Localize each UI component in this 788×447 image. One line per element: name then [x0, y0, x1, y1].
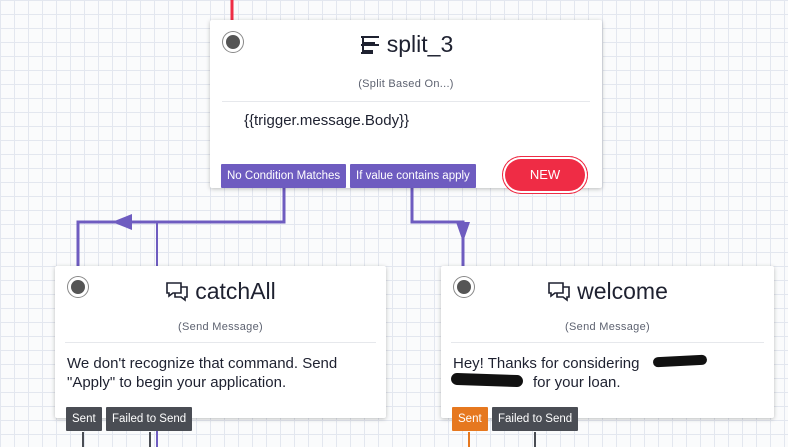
transition-sent[interactable]: Sent: [66, 407, 102, 431]
widget-title: split_3: [210, 31, 602, 58]
split-icon: [359, 34, 381, 56]
wire-contains-apply: [410, 188, 465, 268]
body-line: Hey! Thanks for considering: [453, 355, 640, 372]
widget-title-text: catchAll: [195, 278, 276, 304]
message-icon: [165, 281, 189, 303]
new-button[interactable]: NEW: [502, 156, 588, 194]
transition-contains-apply[interactable]: If value contains apply: [350, 164, 476, 188]
message-icon: [547, 281, 571, 303]
widget-body: Hey! Thanks for considering for your loa…: [453, 354, 639, 392]
divider: [451, 342, 764, 343]
body-line: "Apply" to begin your application.: [67, 374, 287, 391]
widget-port[interactable]: [223, 32, 243, 52]
widget-port[interactable]: [68, 277, 88, 297]
widget-body: We don't recognize that command. Send "A…: [67, 354, 337, 392]
widget-title-text: split_3: [386, 31, 454, 57]
widget-port[interactable]: [454, 277, 474, 297]
redaction-mark: [652, 354, 708, 368]
divider: [65, 342, 376, 343]
widget-subtitle: (Split Based On...): [358, 78, 454, 90]
arrow-down-icon: [456, 222, 470, 242]
widget-title: welcome: [441, 278, 774, 305]
divider: [222, 101, 590, 102]
widget-subtitle: (Send Message): [178, 321, 263, 333]
catchall-widget[interactable]: catchAll (Send Message) We don't recogni…: [55, 266, 386, 418]
transition-sent[interactable]: Sent: [452, 407, 488, 431]
widget-title-text: welcome: [577, 278, 668, 304]
body-line: We don't recognize that command. Send: [67, 355, 338, 372]
body-line: for your loan.: [533, 374, 621, 391]
wire-no-condition: [76, 188, 286, 268]
redaction-mark: [450, 372, 524, 388]
widget-body: {{trigger.message.Body}}: [244, 112, 410, 129]
transition-failed[interactable]: Failed to Send: [492, 407, 579, 431]
widget-subtitle: (Send Message): [565, 321, 650, 333]
arrow-left-icon: [112, 214, 132, 230]
transition-no-condition[interactable]: No Condition Matches: [221, 164, 347, 188]
widget-title: catchAll: [55, 278, 386, 305]
transition-failed[interactable]: Failed to Send: [106, 407, 193, 431]
welcome-widget[interactable]: welcome (Send Message) Hey! Thanks for c…: [441, 266, 774, 418]
